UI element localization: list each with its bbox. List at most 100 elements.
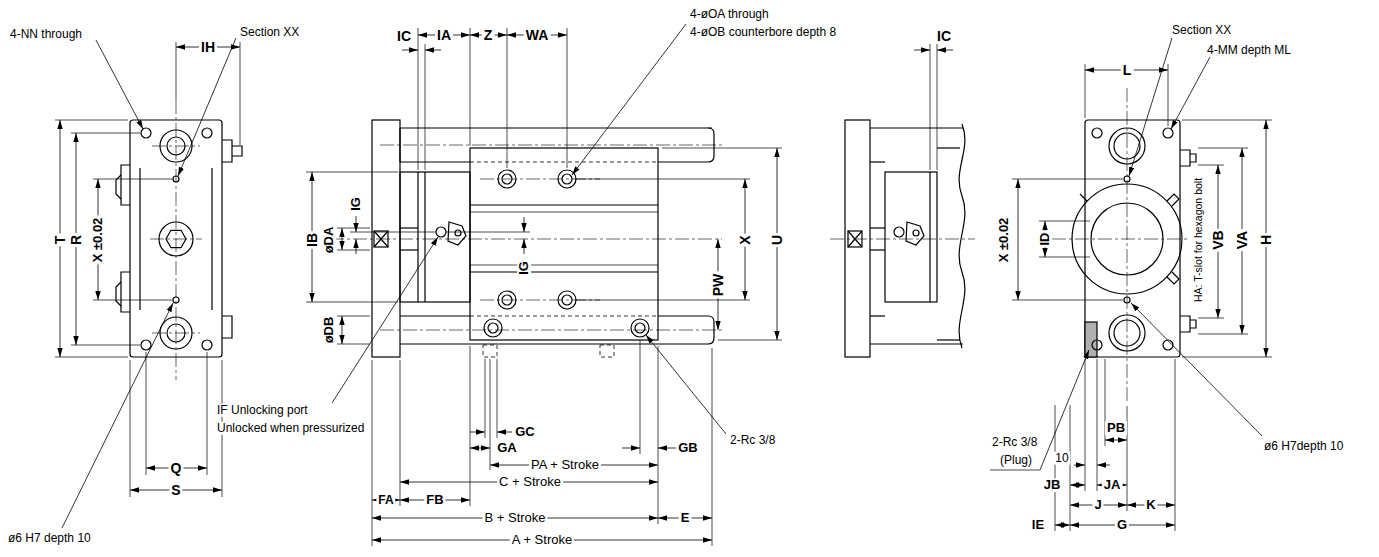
partial-view-outline [959, 124, 965, 348]
left-end-view-outline [71, 345, 140, 346]
partial-view-outline [937, 44, 938, 170]
side-view-outline [635, 323, 645, 333]
left-end-view-outline [240, 42, 241, 145]
side-view-outline [507, 28, 508, 168]
right-end-view-outline [1163, 340, 1173, 350]
dimension-label: GB [676, 441, 700, 455]
dimension-label: PA + Stroke [529, 458, 601, 472]
dimension-label: Unlocked when pressurized [215, 422, 366, 435]
side-view-outline [470, 162, 658, 163]
side-view [306, 24, 782, 546]
leader-line [1074, 465, 1085, 466]
partial-view-outline [894, 227, 904, 237]
side-view-outline [718, 340, 782, 341]
left-end-view-outline [222, 140, 232, 338]
side-view-outline [470, 271, 658, 272]
dimension-label: GC [513, 425, 537, 439]
right-end-view [990, 38, 1272, 531]
partial-view-outline [885, 172, 937, 302]
leader-line [96, 40, 143, 129]
side-view-outline [417, 172, 418, 302]
leader-line [524, 239, 525, 254]
side-view-outline [425, 44, 426, 170]
right-end-view-outline [1039, 257, 1090, 258]
side-view-outline [497, 359, 498, 438]
right-end-view-outline [1198, 318, 1224, 319]
dimension-label: L [1121, 63, 1134, 78]
center-line [152, 333, 200, 334]
dimension-line [342, 316, 343, 344]
right-end-view-outline [1070, 405, 1071, 531]
partial-view-outline [870, 127, 963, 128]
dimension-label: IC [935, 29, 953, 44]
dimension-label: S [169, 483, 182, 498]
dimension-label: 4-MM depth ML [1205, 44, 1293, 57]
left-end-view-outline [130, 360, 131, 497]
right-end-view-outline [1085, 64, 1086, 118]
dimension-label: Section XX [238, 26, 301, 39]
dimension-label: 2-Rc 3/8 [728, 434, 777, 447]
side-view-outline [350, 232, 436, 233]
dimension-label: FB [424, 493, 445, 507]
dimension-label: øDA [322, 225, 336, 256]
side-view-outline [658, 315, 708, 316]
left-end-view-outline [55, 357, 128, 358]
right-end-view-outline [1012, 179, 1123, 180]
partial-view-outline [870, 161, 885, 162]
side-view-outline [631, 319, 649, 337]
dimension-label: IG [349, 195, 363, 213]
right-end-view-outline [1085, 359, 1086, 491]
leader-line [914, 50, 930, 51]
left-end-view-outline [93, 300, 172, 301]
leader-line [937, 50, 953, 51]
center-line [830, 239, 975, 240]
dimension-label: HA: T-slot for hexagon bolt [1193, 176, 1204, 304]
dimension-label: 4-NN through [8, 28, 84, 41]
left-end-view-outline [121, 165, 130, 312]
side-view-outline [640, 340, 641, 454]
partial-view-outline [913, 230, 919, 236]
right-end-view-outline [1039, 221, 1090, 222]
leader-line [425, 50, 441, 51]
side-view-outline [662, 148, 782, 149]
side-view-outline [470, 212, 658, 213]
dimension-label: IF Unlocking port [215, 404, 310, 417]
side-view-outline [484, 319, 502, 337]
right-end-view-outline [1092, 340, 1102, 350]
right-end-view-outline [1163, 128, 1173, 138]
partial-view-outline [870, 227, 885, 228]
left-end-view-outline [141, 128, 151, 138]
center-line [380, 330, 725, 331]
leader-line [1171, 57, 1210, 129]
dimension-label: A + Stroke [510, 533, 574, 547]
leader-line [402, 50, 418, 51]
dimension-label: 10 [1053, 452, 1070, 465]
dimension-label: IA [435, 28, 453, 43]
left-end-view-outline [176, 42, 177, 100]
dimension-label: IE [1030, 518, 1046, 532]
leader-line [470, 432, 485, 433]
side-view-outline [436, 227, 446, 237]
dimension-label: X ±0.02 [997, 216, 1011, 265]
side-view-outline [400, 227, 418, 228]
side-view-outline [485, 359, 486, 438]
dimension-label: U [770, 233, 785, 247]
partial-view-outline [845, 120, 870, 357]
left-end-view-outline [207, 352, 208, 475]
right-end-view-outline [1198, 165, 1224, 166]
side-view-outline [575, 179, 750, 180]
dimension-label: C + Stroke [497, 475, 563, 489]
side-view-outline [400, 172, 470, 302]
partial-view [830, 44, 975, 357]
side-view-outline [400, 360, 401, 506]
left-end-view-outline [139, 168, 140, 310]
side-view-outline [418, 28, 419, 170]
left-end-view-outline [146, 352, 147, 475]
side-view-outline [567, 28, 568, 168]
dimension-label: IG [517, 259, 531, 277]
leader-line [1129, 38, 1172, 176]
leader-line [356, 239, 357, 254]
dimension-label: ø6 H7depth 10 [1262, 440, 1345, 453]
